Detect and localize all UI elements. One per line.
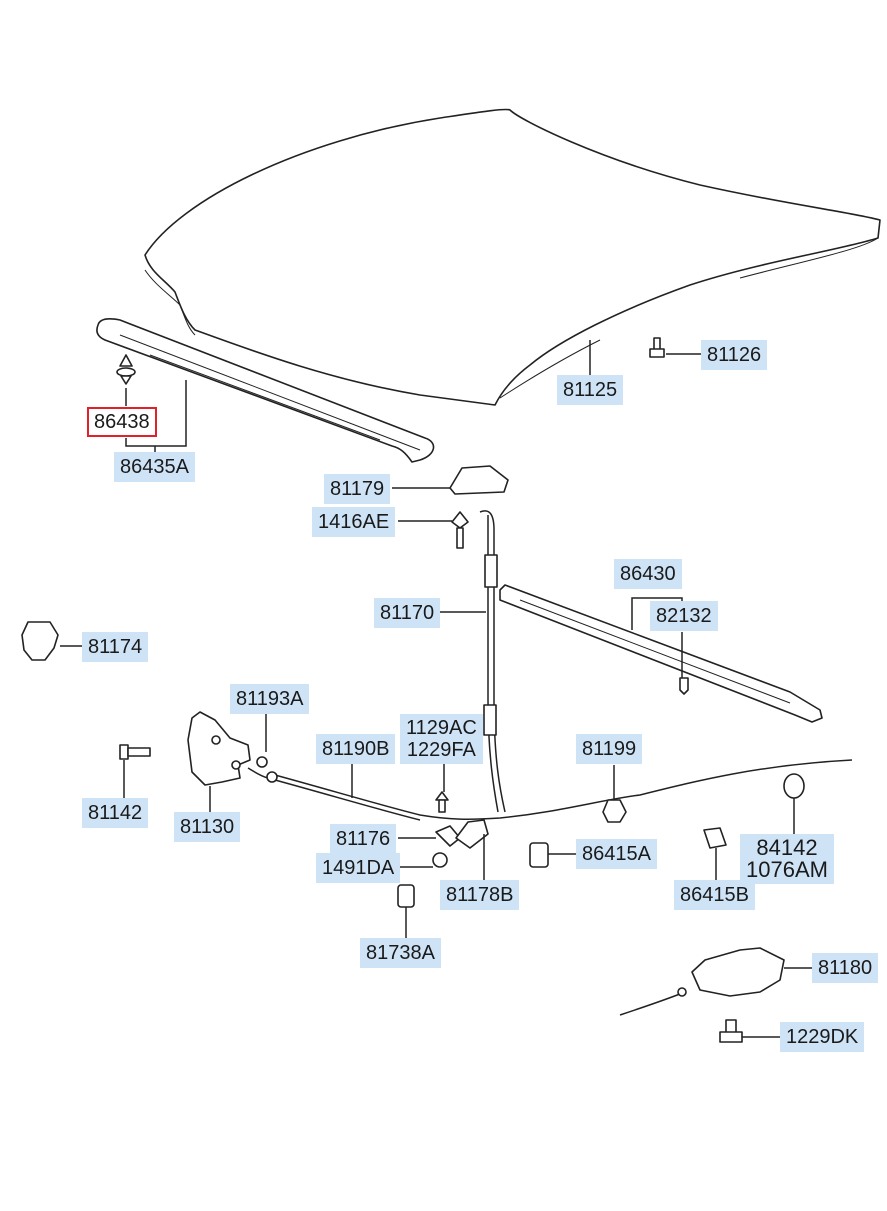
label-81176[interactable]: 81176 — [330, 824, 397, 854]
label-81142[interactable]: 81142 — [82, 798, 149, 828]
bumper-81738a — [397, 884, 415, 908]
label-86415a[interactable]: 86415A — [576, 839, 657, 869]
hood-seal-strip — [96, 318, 435, 463]
label-81199[interactable]: 81199 — [576, 734, 643, 764]
grommet-81199 — [602, 799, 627, 823]
bumper-86415b — [703, 827, 727, 849]
label-1491da[interactable]: 1491DA — [316, 853, 401, 883]
label-81738a[interactable]: 81738A — [360, 938, 441, 968]
clip-1491da — [432, 852, 448, 868]
label-86438-selected[interactable]: 86438 — [87, 407, 157, 437]
label-81178b[interactable]: 81178B — [440, 880, 520, 910]
label-1129ac-1229fa[interactable]: 1129AC 1229FA — [400, 714, 483, 764]
label-1229dk[interactable]: 1229DK — [780, 1022, 865, 1052]
bolt-1416ae — [451, 511, 469, 549]
bracket-81179 — [449, 465, 509, 495]
clip-81193a — [256, 756, 268, 768]
latch-link — [247, 767, 269, 779]
label-81126[interactable]: 81126 — [701, 340, 768, 370]
plug-84142 — [783, 773, 805, 799]
label-81179[interactable]: 81179 — [324, 474, 391, 504]
label-81125[interactable]: 81125 — [557, 375, 624, 405]
bracket-81176 — [435, 819, 489, 849]
clip-86438 — [116, 354, 136, 385]
label-81190b[interactable]: 81190B — [316, 734, 396, 764]
hood-latch-81130 — [187, 711, 251, 786]
bolt-81126 — [649, 337, 665, 358]
bumper-86415a — [529, 842, 549, 868]
bolt-1229dk — [719, 1019, 743, 1043]
label-84142-1076am[interactable]: 84142 1076AM — [740, 834, 834, 884]
label-81130[interactable]: 81130 — [174, 812, 241, 842]
bolt-1129ac — [435, 791, 449, 813]
label-86435a[interactable]: 86435A — [114, 452, 195, 482]
label-86430[interactable]: 86430 — [614, 559, 682, 589]
release-cable — [266, 759, 853, 821]
label-86415b[interactable]: 86415B — [674, 880, 755, 910]
retainer-81174 — [21, 621, 59, 661]
label-81193a[interactable]: 81193A — [230, 684, 310, 714]
hood-panel — [144, 108, 881, 406]
label-81170[interactable]: 81170 — [374, 598, 441, 628]
leader-lines — [60, 340, 814, 1038]
label-81174[interactable]: 81174 — [82, 632, 149, 662]
label-81180[interactable]: 81180 — [812, 953, 879, 983]
support-bar-86430 — [499, 584, 823, 723]
latch-striker-81180 — [619, 947, 785, 1016]
screw-81142 — [119, 744, 151, 760]
screw-82132 — [679, 677, 689, 695]
label-1416ae[interactable]: 1416AE — [312, 507, 396, 537]
hood-stay-rod — [479, 510, 506, 813]
label-82132[interactable]: 82132 — [650, 601, 718, 631]
